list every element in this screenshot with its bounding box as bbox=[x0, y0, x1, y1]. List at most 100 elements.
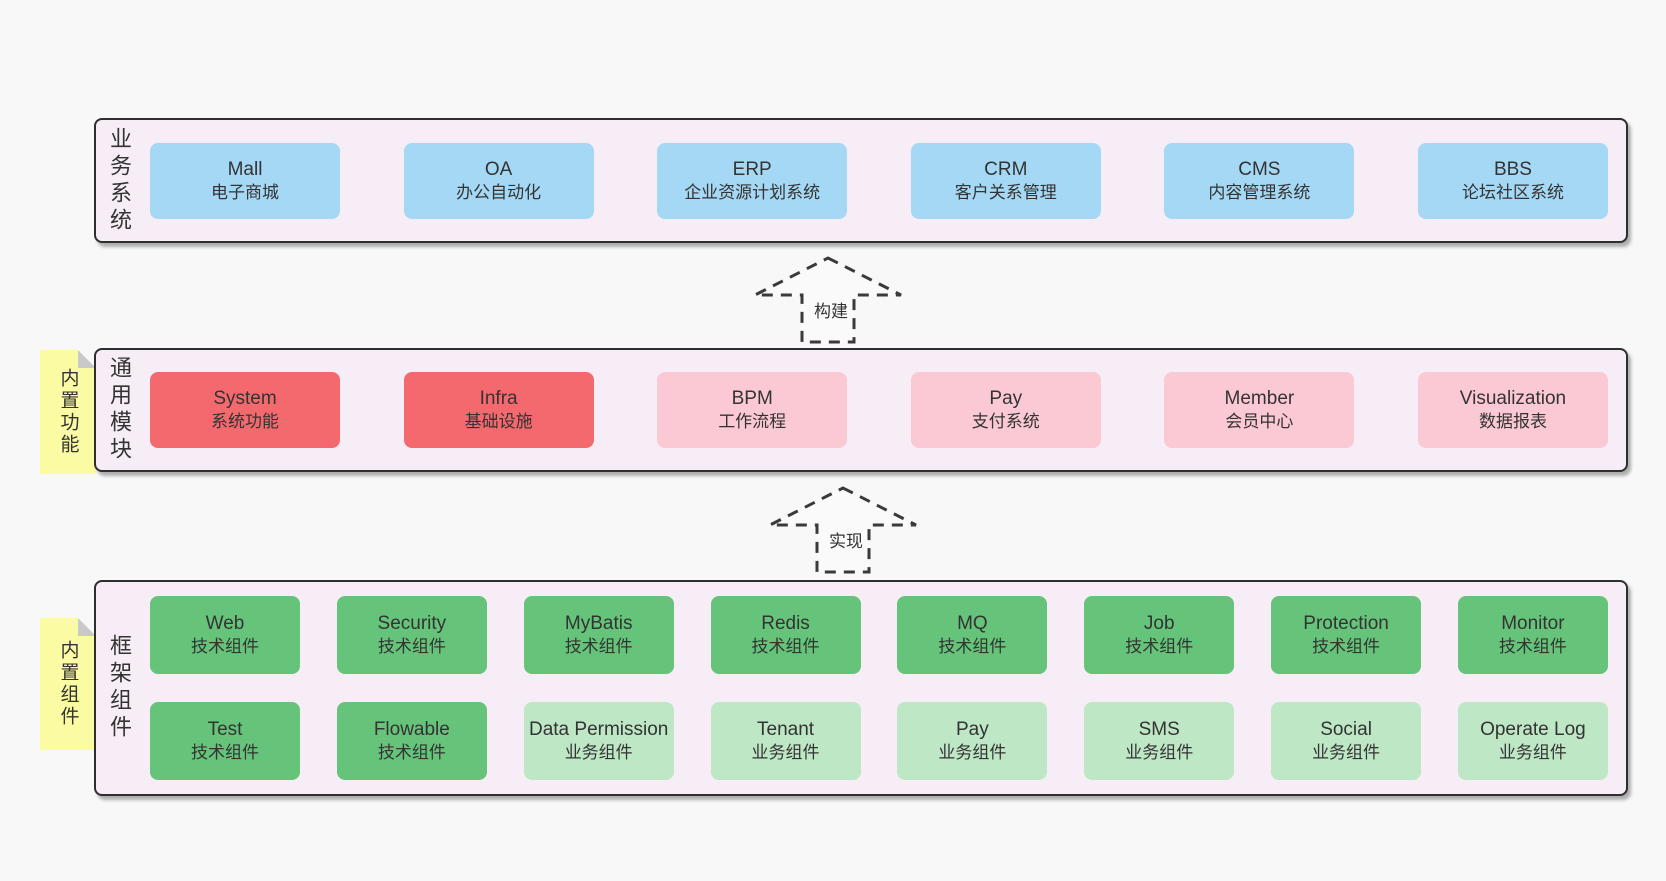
box-job: Job 技术组件 bbox=[1084, 596, 1235, 674]
box-title: BPM bbox=[731, 388, 773, 410]
box-subtitle: 企业资源计划系统 bbox=[684, 182, 821, 202]
box-title: SMS bbox=[1138, 719, 1180, 741]
framework-components-panel: 框架组件 Web 技术组件 Security 技术组件 MyBatis 技术组件… bbox=[94, 580, 1628, 796]
box-title: Social bbox=[1320, 719, 1372, 741]
box-visualization: Visualization 数据报表 bbox=[1417, 372, 1608, 448]
box-title: BBS bbox=[1493, 158, 1532, 180]
box-subtitle: 会员中心 bbox=[1225, 412, 1294, 432]
box-subtitle: 技术组件 bbox=[564, 637, 633, 657]
box-title: Test bbox=[207, 719, 243, 741]
box-title: CMS bbox=[1238, 158, 1281, 180]
box-cms: CMS 内容管理系统 bbox=[1164, 142, 1355, 219]
box-protection: Protection 技术组件 bbox=[1271, 596, 1422, 674]
box-title: Data Permission bbox=[528, 719, 669, 741]
box-subtitle: 技术组件 bbox=[938, 637, 1007, 657]
box-redis: Redis 技术组件 bbox=[710, 596, 861, 674]
box-infra: Infra 基础设施 bbox=[403, 372, 594, 448]
box-operate-log: Operate Log 业务组件 bbox=[1457, 702, 1608, 780]
business-systems-label-wrap: 业务系统 bbox=[96, 120, 142, 241]
box-title: Infra bbox=[479, 388, 518, 410]
box-monitor: Monitor 技术组件 bbox=[1457, 596, 1608, 674]
box-subtitle: 技术组件 bbox=[1125, 637, 1194, 657]
implement-arrow-label: 实现 bbox=[826, 527, 866, 552]
build-arrow-label: 构建 bbox=[811, 297, 851, 322]
builtin-components-tab-label: 内置组件 bbox=[57, 640, 79, 728]
box-flowable: Flowable 技术组件 bbox=[336, 702, 487, 780]
box-subtitle: 数据报表 bbox=[1478, 412, 1547, 432]
box-title: Operate Log bbox=[1480, 719, 1586, 741]
build-arrow: 构建 bbox=[753, 256, 903, 344]
framework-components-label: 框架组件 bbox=[107, 634, 132, 742]
box-subtitle: 系统功能 bbox=[211, 412, 279, 432]
box-title: System bbox=[213, 388, 277, 410]
box-subtitle: 业务组件 bbox=[1312, 743, 1381, 763]
box-mybatis: MyBatis 技术组件 bbox=[523, 596, 674, 674]
box-subtitle: 业务组件 bbox=[938, 743, 1007, 763]
box-tenant: Tenant 业务组件 bbox=[710, 702, 861, 780]
box-subtitle: 技术组件 bbox=[1498, 637, 1567, 657]
box-title: Pay bbox=[989, 388, 1023, 410]
box-mall: Mall 电子商城 bbox=[150, 142, 340, 219]
builtin-components-tab: 内置组件 bbox=[40, 618, 96, 750]
framework-components-rows: Web 技术组件 Security 技术组件 MyBatis 技术组件 Redi… bbox=[142, 582, 1626, 794]
box-title: MQ bbox=[957, 613, 988, 635]
box-social: Social 业务组件 bbox=[1271, 702, 1422, 780]
box-subtitle: 技术组件 bbox=[1312, 637, 1381, 657]
box-title: Job bbox=[1143, 613, 1175, 635]
box-title: Monitor bbox=[1501, 613, 1565, 635]
box-title: Flowable bbox=[373, 719, 450, 741]
common-modules-label-wrap: 通用模块 bbox=[96, 350, 142, 470]
box-title: Security bbox=[377, 613, 447, 635]
box-title: MyBatis bbox=[564, 613, 633, 635]
box-title: Redis bbox=[761, 613, 810, 635]
box-subtitle: 论坛社区系统 bbox=[1461, 182, 1564, 202]
box-mq: MQ 技术组件 bbox=[897, 596, 1048, 674]
box-test: Test 技术组件 bbox=[150, 702, 300, 780]
builtin-features-tab: 内置功能 bbox=[40, 350, 96, 474]
box-sms: SMS 业务组件 bbox=[1084, 702, 1235, 780]
box-member: Member 会员中心 bbox=[1164, 372, 1355, 448]
box-title: Tenant bbox=[757, 719, 815, 741]
box-pay: Pay 支付系统 bbox=[910, 372, 1101, 448]
box-title: Protection bbox=[1303, 613, 1389, 635]
business-systems-label: 业务系统 bbox=[107, 126, 132, 235]
box-subtitle: 办公自动化 bbox=[456, 182, 542, 202]
business-systems-boxes: Mall 电子商城 OA 办公自动化 ERP 企业资源计划系统 CRM 客户关系… bbox=[142, 120, 1626, 241]
box-bpm: BPM 工作流程 bbox=[657, 372, 848, 448]
box-subtitle: 技术组件 bbox=[191, 743, 259, 763]
box-subtitle: 基础设施 bbox=[464, 412, 533, 432]
box-system: System 系统功能 bbox=[150, 372, 340, 448]
box-erp: ERP 企业资源计划系统 bbox=[657, 142, 848, 219]
box-subtitle: 客户关系管理 bbox=[954, 182, 1057, 202]
box-security: Security 技术组件 bbox=[336, 596, 487, 674]
box-subtitle: 业务组件 bbox=[751, 743, 820, 763]
box-subtitle: 工作流程 bbox=[718, 412, 787, 432]
box-bbs: BBS 论坛社区系统 bbox=[1417, 142, 1608, 219]
box-subtitle: 技术组件 bbox=[751, 637, 820, 657]
box-subtitle: 技术组件 bbox=[191, 637, 259, 657]
box-title: Web bbox=[205, 613, 245, 635]
box-subtitle: 电子商城 bbox=[211, 182, 279, 202]
box-subtitle: 业务组件 bbox=[1498, 743, 1567, 763]
builtin-features-tab-label: 内置功能 bbox=[57, 368, 79, 456]
box-subtitle: 业务组件 bbox=[1125, 743, 1194, 763]
box-crm: CRM 客户关系管理 bbox=[910, 142, 1101, 219]
common-modules-panel: 通用模块 System 系统功能 Infra 基础设施 BPM 工作流程 Pay… bbox=[94, 348, 1628, 472]
box-data-permission: Data Permission 业务组件 bbox=[523, 702, 674, 780]
box-subtitle: 内容管理系统 bbox=[1208, 182, 1311, 202]
box-title: Member bbox=[1224, 388, 1295, 410]
common-modules-label: 通用模块 bbox=[107, 356, 132, 464]
box-title: Visualization bbox=[1459, 388, 1567, 410]
tech-components-row: Web 技术组件 Security 技术组件 MyBatis 技术组件 Redi… bbox=[142, 582, 1626, 688]
box-pay-biz: Pay 业务组件 bbox=[897, 702, 1048, 780]
box-oa: OA 办公自动化 bbox=[403, 142, 594, 219]
box-title: CRM bbox=[984, 158, 1028, 180]
framework-components-label-wrap: 框架组件 bbox=[96, 582, 142, 794]
box-subtitle: 技术组件 bbox=[377, 637, 446, 657]
box-subtitle: 技术组件 bbox=[377, 743, 446, 763]
common-modules-boxes: System 系统功能 Infra 基础设施 BPM 工作流程 Pay 支付系统… bbox=[142, 350, 1626, 470]
biz-components-row: Test 技术组件 Flowable 技术组件 Data Permission … bbox=[142, 688, 1626, 794]
box-title: OA bbox=[484, 158, 513, 180]
box-title: ERP bbox=[732, 158, 772, 180]
